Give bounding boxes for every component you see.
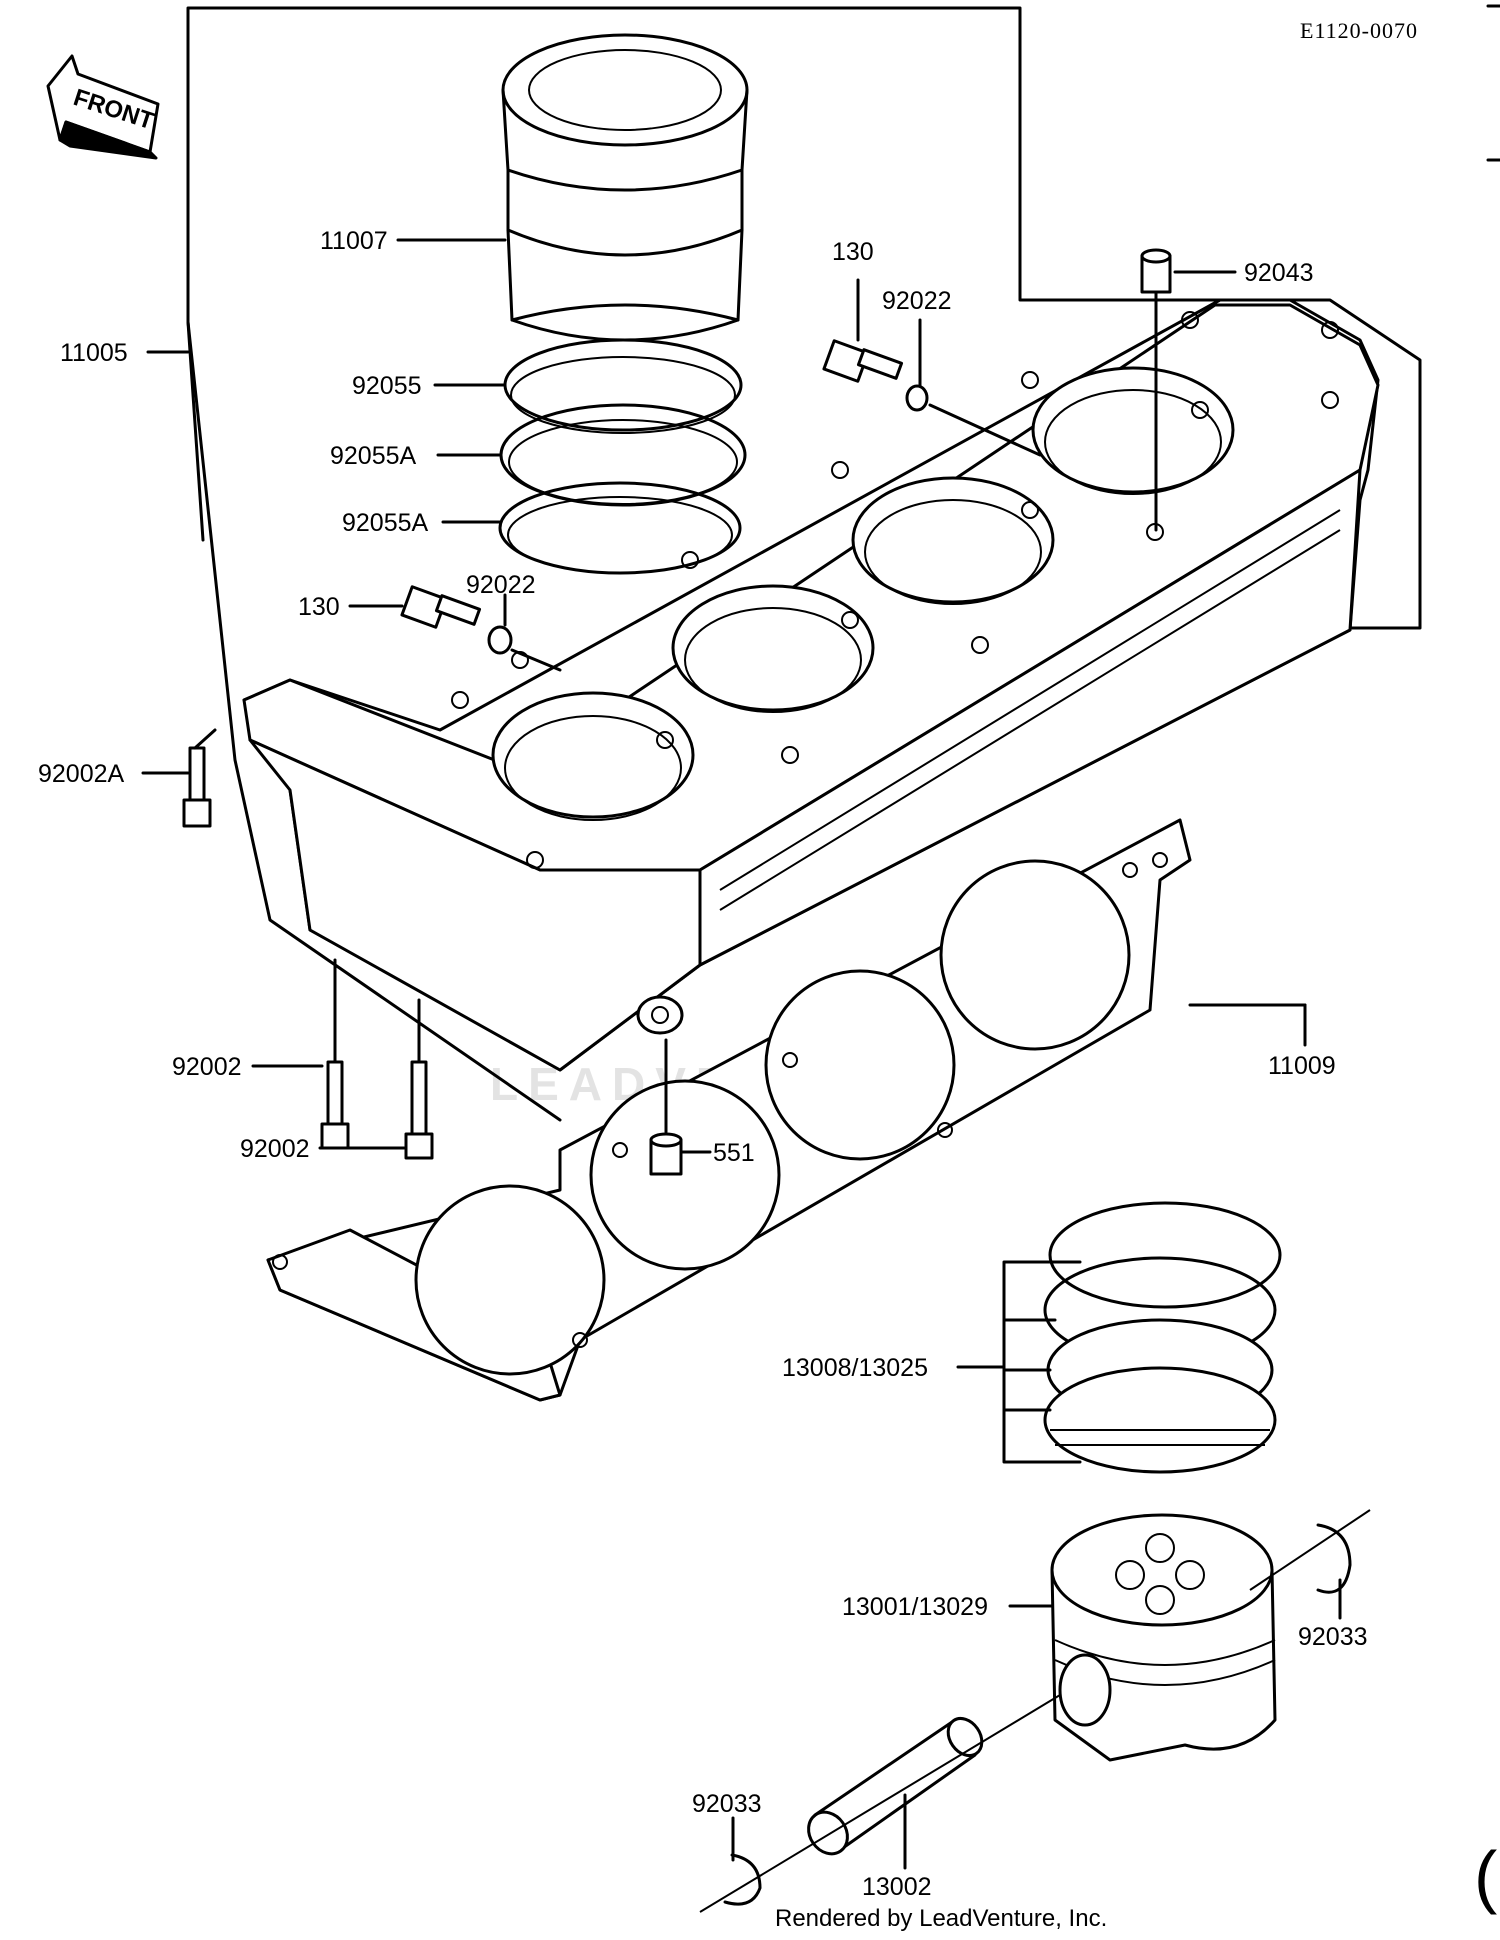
callout-92043: 92043 xyxy=(1244,259,1314,287)
callout-92055a-1: 92055A xyxy=(330,442,417,470)
callout-92022-top: 92022 xyxy=(882,287,952,315)
circlip-right xyxy=(1316,1523,1352,1594)
liner-rings xyxy=(498,338,747,575)
pin-axis-line-right xyxy=(1249,1509,1371,1591)
diagram-code: E1120-0070 xyxy=(1300,18,1418,43)
cylinder-liner xyxy=(501,33,749,342)
bolt-92002-2 xyxy=(404,1060,434,1160)
bolt-92002-1 xyxy=(320,1060,350,1150)
bolt-130-top xyxy=(822,339,929,412)
callout-92002-1: 92002 xyxy=(172,1053,242,1081)
callout-130-mid: 130 xyxy=(298,593,340,621)
footer-credit: Rendered by LeadVenture, Inc. xyxy=(775,1905,1107,1932)
bolt-92002a xyxy=(182,746,212,828)
callout-13002: 13002 xyxy=(862,1873,932,1901)
bolt-130-mid xyxy=(400,585,513,655)
callout-11007: 11007 xyxy=(320,227,388,255)
piston-pin xyxy=(807,1716,984,1856)
front-arrow-icon: FRONT xyxy=(46,54,160,160)
callout-92055: 92055 xyxy=(352,372,422,400)
callout-92033-left: 92033 xyxy=(692,1790,762,1818)
head-gasket xyxy=(266,818,1192,1402)
callout-92002-2: 92002 xyxy=(240,1135,310,1163)
callout-130-top: 130 xyxy=(832,238,874,266)
callout-11009: 11009 xyxy=(1268,1052,1336,1080)
callout-92002a: 92002A xyxy=(38,760,125,788)
group-outline-left xyxy=(186,320,562,1122)
dowel-551 xyxy=(649,1132,683,1176)
callout-92022-mid: 92022 xyxy=(466,571,536,599)
callout-11005: 11005 xyxy=(60,339,128,367)
callout-13001-13029: 13001/13029 xyxy=(842,1593,988,1621)
callout-92055a-2: 92055A xyxy=(342,509,429,537)
group-outline-11005 xyxy=(186,6,1422,630)
circlip-left xyxy=(723,1853,762,1906)
dowel-92043 xyxy=(1140,248,1172,294)
callout-13008-13025: 13008/13025 xyxy=(782,1354,928,1382)
callout-551: 551 xyxy=(713,1139,755,1167)
corner-mark: ( xyxy=(1474,1837,1497,1915)
pin-axis-line xyxy=(699,1694,1061,1913)
piston-ring-set xyxy=(1002,1201,1282,1474)
cylinder-block xyxy=(242,298,1380,1072)
piston xyxy=(1050,1513,1277,1762)
callout-92033-right: 92033 xyxy=(1298,1623,1368,1651)
leader-lines xyxy=(141,238,1342,1870)
